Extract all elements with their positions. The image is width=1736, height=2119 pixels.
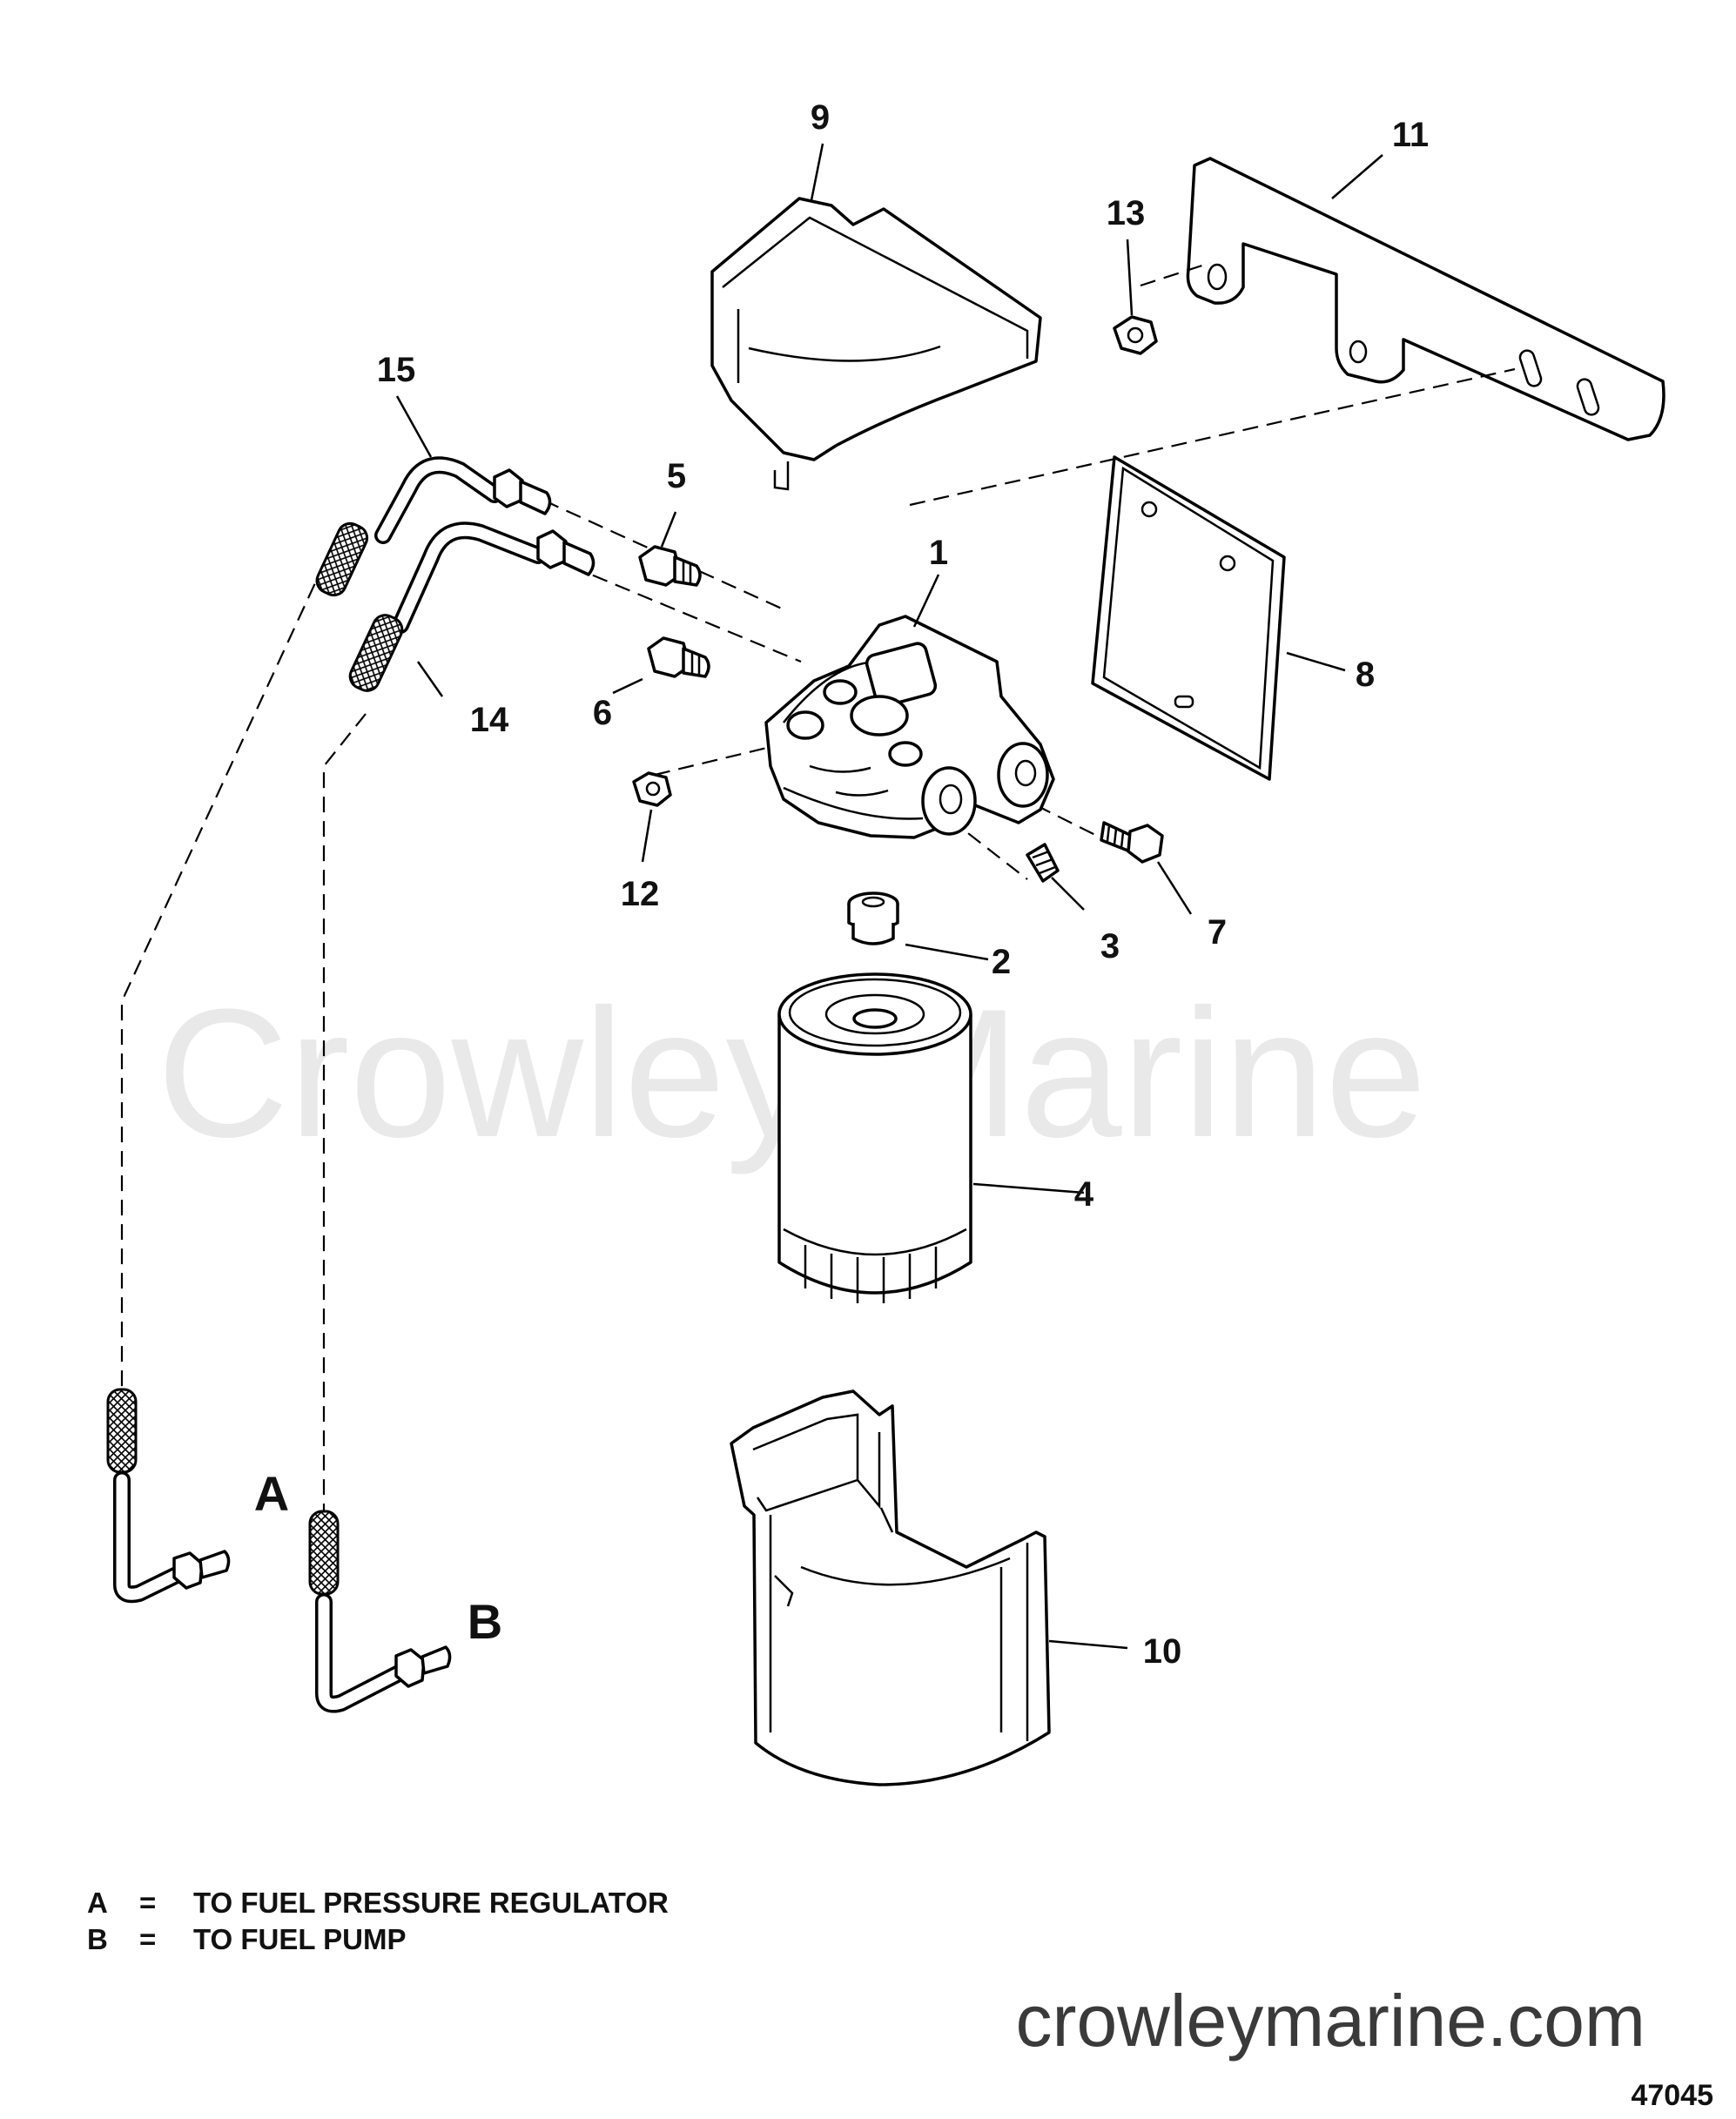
connection-label-a: A [254,1466,289,1521]
part-5-fitting [638,545,702,587]
part-12-nut [632,771,672,807]
part-6-fitting [647,636,710,678]
label-9: 9 [811,98,830,137]
label-10: 10 [1143,1632,1182,1671]
part-13-nut [1113,315,1158,355]
label-1: 1 [929,534,948,572]
legend-b-text: TO FUEL PUMP [193,1923,406,1955]
legend: A = TO FUEL PRESSURE REGULATOR B = TO FU… [87,1887,669,1955]
label-13: 13 [1107,194,1146,232]
part-15-fuel-line [106,456,552,1604]
label-6: 6 [593,694,612,732]
part-labels: 9 11 13 15 5 1 8 6 14 12 7 3 2 4 10 A B [254,98,1429,1671]
legend-a-eq: = [139,1887,156,1919]
label-4: 4 [1074,1175,1094,1214]
part-10-bottom-cover [730,1389,1051,1786]
drawing-number: 47045 [1631,2079,1713,2112]
legend-b-key: B [87,1923,108,1955]
label-15: 15 [377,351,416,389]
part-1-filter-head [764,615,1055,839]
label-14: 14 [470,701,509,739]
part-3-plug [1026,843,1060,883]
site-url: crowleymarine.com [1015,1980,1645,2062]
legend-b-eq: = [139,1923,156,1955]
legend-a-key: A [87,1887,108,1919]
label-12: 12 [621,875,660,913]
part-7-bolt [1100,821,1164,864]
part-11-bracket [1186,157,1665,441]
leader-lines [395,143,1383,1650]
label-2: 2 [992,943,1011,981]
part-9-top-cover [710,197,1042,491]
part-8-gasket [1091,455,1286,781]
connection-label-b: B [468,1594,502,1649]
label-8: 8 [1356,656,1375,694]
legend-a-text: TO FUEL PRESSURE REGULATOR [193,1887,669,1919]
label-5: 5 [667,457,686,495]
label-11: 11 [1392,116,1429,154]
part-14-fuel-line [308,521,595,1713]
label-3: 3 [1100,927,1120,965]
part-2-nipple [847,891,899,945]
label-7: 7 [1208,913,1227,952]
part-4-filter-cartridge [777,972,972,1303]
